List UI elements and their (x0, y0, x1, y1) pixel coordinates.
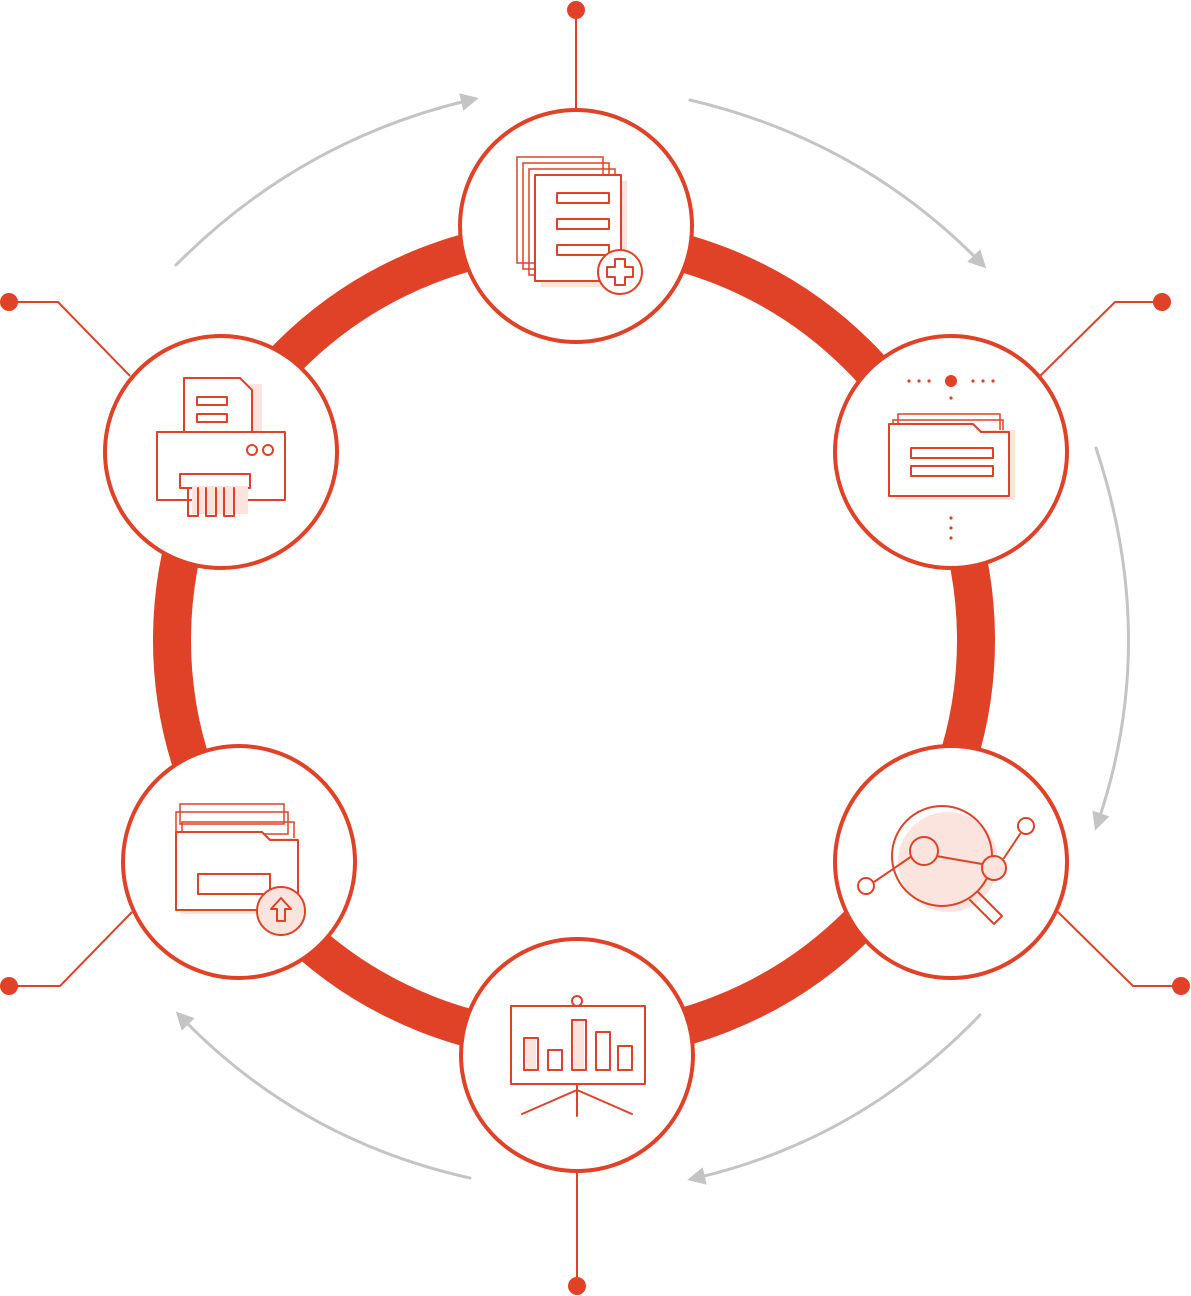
cycle-arrow-5 (175, 1011, 472, 1180)
folder-network-icon (888, 375, 1015, 540)
connector-dot-bottom (568, 1277, 586, 1295)
connector-top-left (9, 301, 131, 377)
connector-dot-bottom-right (1172, 977, 1190, 995)
stage-node-analytics (833, 744, 1069, 980)
connector-bottom-left (9, 911, 133, 987)
connector-dot-top-left (0, 293, 18, 311)
cycle-arrow-1 (174, 93, 479, 267)
connector-dot-top-right (1153, 293, 1171, 311)
stage-node-documents (458, 108, 694, 344)
connector-dot-bottom-left (0, 977, 18, 995)
cycle-arrow-4 (687, 1013, 982, 1185)
data-analytics-search-icon (857, 805, 1035, 925)
connector-top-right (1039, 301, 1162, 377)
connector-bottom-right (1057, 911, 1181, 987)
documents-add-icon (516, 156, 643, 295)
cycle-arrows (174, 93, 1130, 1185)
cycle-arrow-3 (1092, 446, 1130, 831)
folder-upload-icon (175, 803, 306, 936)
printer-shredder-icon (156, 377, 286, 517)
presentation-chart-icon (510, 995, 646, 1117)
stage-node-folder (833, 334, 1069, 570)
cycle-arrow-2 (688, 98, 987, 269)
stage-node-printer (103, 334, 339, 570)
stage-node-presentation (459, 937, 695, 1173)
connector-dot-top (567, 1, 585, 19)
stage-node-upload (121, 744, 357, 980)
